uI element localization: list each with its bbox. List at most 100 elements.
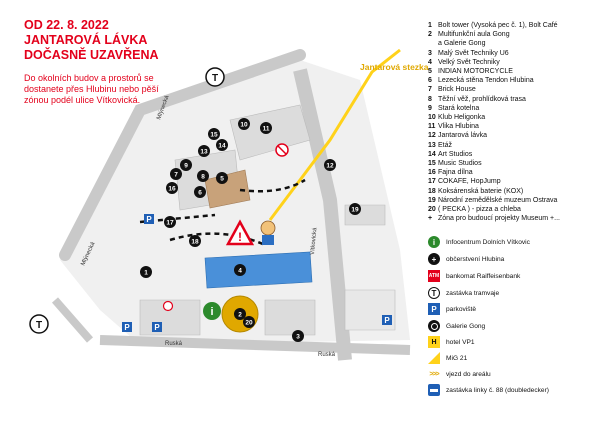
legend-num: 14 xyxy=(428,150,436,158)
symbol-row-bus: zastávka linky č. 88 (doubledecker) xyxy=(428,384,598,396)
symbol-row-tram: T zastávka tramvaje xyxy=(428,287,598,299)
location-marker-label: 1 xyxy=(144,270,148,277)
info-icon: i xyxy=(428,236,440,248)
mlynecka-street xyxy=(59,49,306,261)
tram-stop-badge-south xyxy=(29,314,49,334)
legend-text: Fajna dílna xyxy=(438,169,473,177)
location-marker-10[interactable] xyxy=(238,118,250,130)
location-marker-label: 2 xyxy=(238,312,242,319)
location-marker-5[interactable] xyxy=(216,172,228,184)
mig-icon xyxy=(428,352,440,364)
label-ruska-east: Ruská xyxy=(318,352,336,358)
legend-num: 8 xyxy=(428,95,432,103)
symbol-text: hotel VP1 xyxy=(446,338,475,346)
legend-text: ( PECKA ) - pizza a chleba xyxy=(438,206,521,214)
legend-text: Etáž xyxy=(438,141,453,149)
location-marker-label: 12 xyxy=(326,163,334,170)
symbol-row-hotel: H hotel VP1 xyxy=(428,336,598,348)
legend-text: Multifunkční aula Gong xyxy=(438,31,510,39)
legend-text: a Galerie Gong xyxy=(438,40,486,48)
symbol-row-gallery: Galerie Gong xyxy=(428,320,598,332)
legend-item: 5 INDIAN MOTORCYCLE xyxy=(428,67,598,76)
notice-date: OD 22. 8. 2022 xyxy=(24,18,109,32)
legend-num: 20 xyxy=(428,206,436,214)
legend-num: 16 xyxy=(428,169,436,177)
location-marker-label: 10 xyxy=(240,122,248,129)
building-velky-svet-techniky xyxy=(204,251,313,289)
legend-num: 11 xyxy=(428,123,436,131)
location-marker-label: 19 xyxy=(351,207,359,214)
location-marker-20[interactable] xyxy=(243,316,255,328)
legend-num: 12 xyxy=(428,132,436,140)
legend-text: Klub Heligonka xyxy=(438,114,486,122)
location-marker-label: 8 xyxy=(201,174,205,181)
legend-num: 13 xyxy=(428,141,436,149)
location-marker-17[interactable] xyxy=(164,216,176,228)
location-marker-label: 18 xyxy=(191,239,199,246)
tram-line xyxy=(51,297,94,343)
legend-item: 20( PECKA ) - pizza a chleba xyxy=(428,205,598,214)
label-jantarova-stezka: Jantarová stezka xyxy=(360,62,429,72)
location-marker-19[interactable] xyxy=(349,203,361,215)
legend-text: Brick House xyxy=(438,86,476,94)
location-marker-13[interactable] xyxy=(198,145,210,157)
label-vitkovicka: Vítkovická xyxy=(310,227,318,255)
location-marker-15[interactable] xyxy=(208,128,220,140)
location-marker-4[interactable] xyxy=(234,264,246,276)
symbol-text: občerstvení Hlubina xyxy=(446,255,505,263)
parking-badge-2-text: P xyxy=(124,323,130,332)
notice-bridge: JANTAROVÁ LÁVKA xyxy=(24,33,148,47)
legend-num: 2 xyxy=(428,31,432,39)
legend-text: Národní zemědělské muzeum Ostrava xyxy=(438,196,558,204)
warning-sign xyxy=(225,219,255,246)
legend-num: 5 xyxy=(428,68,432,76)
location-marker-label: 20 xyxy=(245,320,253,327)
notice-body: Do okolních budov a prostorů se dostanet… xyxy=(24,73,159,105)
tram-stop-badge-north xyxy=(205,67,225,87)
legend-text: Zóna pro budoucí projekty Museum +... xyxy=(438,215,560,223)
legend-num: 19 xyxy=(428,196,436,204)
location-marker-2[interactable] xyxy=(234,308,246,320)
legend-text: Malý Svět Techniky U6 xyxy=(438,49,509,57)
legend-text: COKAFE, HopJump xyxy=(438,178,501,186)
location-marker-7[interactable] xyxy=(170,168,182,180)
bus-stop-icon xyxy=(428,384,440,396)
location-marker-6[interactable] xyxy=(194,186,206,198)
symbol-text: Infocentrum Dolních Vítkovic xyxy=(446,238,530,246)
tram-stop-badge-south-text: T xyxy=(36,320,42,331)
location-marker-label: 6 xyxy=(198,190,202,197)
legend-num: 4 xyxy=(428,58,432,66)
legend-num: 1 xyxy=(428,22,432,29)
location-marker-label: 16 xyxy=(168,186,176,193)
legend-text: INDIAN MOTORCYCLE xyxy=(438,68,513,76)
symbol-row-atm: ATM bankomat Raiffeisenbank xyxy=(428,270,598,282)
parking-badge-3-text: P xyxy=(154,323,160,332)
tram-stop-icon: T xyxy=(428,287,440,299)
no-entry-sign-2 xyxy=(162,300,174,312)
location-marker-16[interactable] xyxy=(166,182,178,194)
location-marker-18[interactable] xyxy=(189,235,201,247)
location-marker-1[interactable] xyxy=(140,266,152,278)
legend-num: 9 xyxy=(428,104,432,112)
location-marker-3[interactable] xyxy=(292,330,304,342)
legend-num: 6 xyxy=(428,77,432,85)
location-marker-11[interactable] xyxy=(260,122,272,134)
legend-text: Stará kotelna xyxy=(438,104,480,112)
location-marker-8[interactable] xyxy=(197,170,209,182)
location-marker-9[interactable] xyxy=(180,159,192,171)
location-marker-12[interactable] xyxy=(324,159,336,171)
location-marker-14[interactable] xyxy=(216,139,228,151)
jantarova-stezka-path xyxy=(268,48,401,221)
